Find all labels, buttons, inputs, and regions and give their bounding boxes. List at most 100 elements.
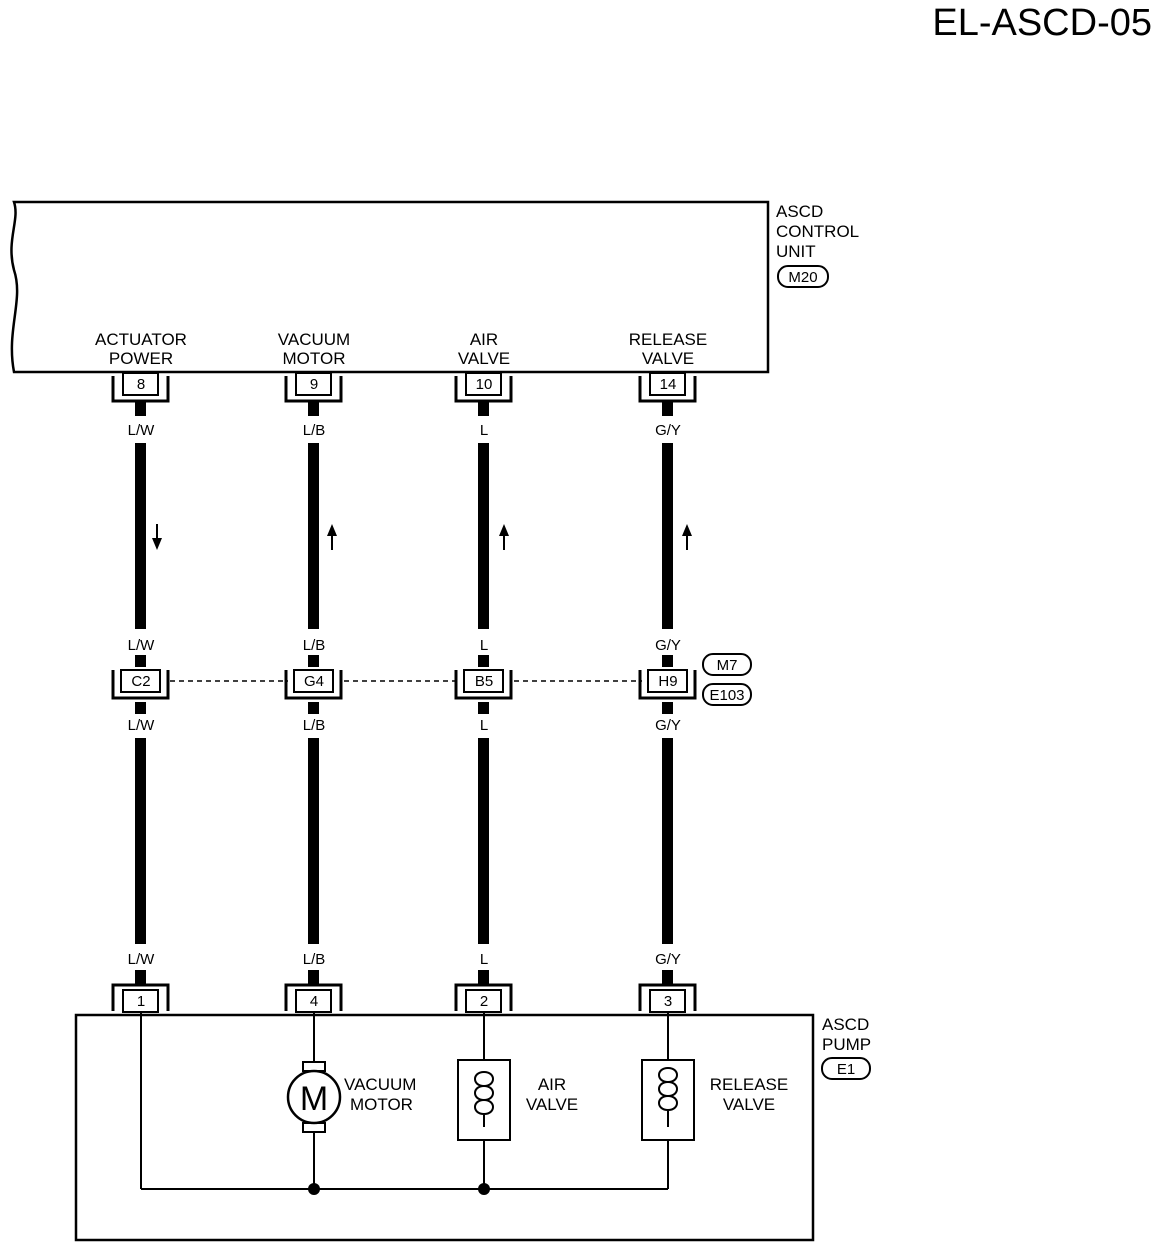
wire-segment <box>662 655 673 667</box>
connector-badge <box>702 683 752 706</box>
wire-segment <box>135 443 146 629</box>
control-unit-pin: 9 <box>284 372 343 403</box>
wire-color-label: L <box>480 951 488 968</box>
wire-segment <box>135 702 146 714</box>
wire-segment <box>662 970 673 984</box>
pin-number: 8 <box>137 376 145 393</box>
control-unit-pin: 8 <box>111 372 170 403</box>
component-label-line: VACUUM <box>344 1075 416 1094</box>
component-label-line: VALVE <box>526 1095 578 1114</box>
coil-icon <box>641 1059 695 1141</box>
wire-color-label: G/Y <box>655 422 681 439</box>
joint-connector-id: M7 <box>717 657 738 674</box>
wire-segment <box>135 402 146 416</box>
component-label-line: MOTOR <box>350 1095 413 1114</box>
wire-segment <box>662 402 673 416</box>
wire-segment <box>662 443 673 629</box>
joint-connector-cavity: H9 <box>638 669 697 700</box>
wire-segment <box>135 655 146 667</box>
joint-connector-cavity: C2 <box>111 669 170 700</box>
wire-segment <box>308 402 319 416</box>
wire-segment <box>135 738 146 944</box>
wire-segment <box>308 738 319 944</box>
wire-segment <box>478 970 489 984</box>
wire-color-label: G/Y <box>655 717 681 734</box>
wire-color-label: L/B <box>303 637 326 654</box>
cavity-label: B5 <box>475 673 493 690</box>
pump-pin: 1 <box>111 983 170 1013</box>
pin-number: 14 <box>660 376 677 393</box>
joint-connector-id: E103 <box>709 687 744 704</box>
wire-color-label: L/W <box>128 637 156 654</box>
terminal-label-line: RELEASE <box>629 330 707 349</box>
coil-icon <box>457 1059 511 1141</box>
connector-badge <box>777 265 829 288</box>
signal-arrow-up-icon <box>327 524 337 550</box>
terminal-label-line: ACTUATOR <box>95 330 187 349</box>
pump-name-line: ASCD <box>822 1015 869 1034</box>
pin-number: 4 <box>310 993 318 1010</box>
pump-pin: 4 <box>284 983 343 1013</box>
connector-badge <box>821 1057 871 1080</box>
wire-segment <box>478 655 489 667</box>
wire-color-label: L <box>480 637 488 654</box>
component-label-line: RELEASE <box>710 1075 788 1094</box>
signal-arrow-up-icon <box>682 524 692 550</box>
pin-number: 10 <box>476 376 493 393</box>
terminal-label-line: VALVE <box>458 349 510 368</box>
pump-label: ASCD PUMP E1 <box>821 1015 871 1080</box>
wire-color-label: G/Y <box>655 637 681 654</box>
pump-connector: E1 <box>837 1061 855 1078</box>
control-unit-name-line: CONTROL <box>776 222 859 241</box>
signal-arrow-down-icon <box>152 524 162 550</box>
terminal-label-line: VACUUM <box>278 330 350 349</box>
wire-segment <box>478 738 489 944</box>
connector-badge <box>702 653 752 676</box>
wire-color-label: L <box>480 717 488 734</box>
signal-arrow-up-icon <box>499 524 509 550</box>
wire-segments <box>135 402 673 984</box>
control-unit-box <box>10 200 770 374</box>
control-unit-name-line: UNIT <box>776 242 816 261</box>
wire-color-label: L/B <box>303 717 326 734</box>
pin-number: 9 <box>310 376 318 393</box>
joint-connector-cavity: B5 <box>454 669 513 700</box>
wire-segment <box>308 970 319 984</box>
wire-color-label: L/B <box>303 422 326 439</box>
wire-segment <box>478 402 489 416</box>
wire-segment <box>135 970 146 984</box>
wire-color-label: L/W <box>128 422 156 439</box>
wire-segment <box>308 443 319 629</box>
cavity-label: C2 <box>131 673 150 690</box>
motor-symbol: M <box>300 1080 328 1118</box>
cavity-label: H9 <box>658 673 677 690</box>
joint-connector-cavity: G4 <box>284 669 343 700</box>
control-unit-label: ASCD CONTROL UNIT M20 <box>776 202 859 288</box>
terminal-label-line: MOTOR <box>283 349 346 368</box>
wire-color-label: L/W <box>128 951 156 968</box>
wire-segment <box>478 443 489 629</box>
component-label-line: AIR <box>538 1075 566 1094</box>
pin-number: 1 <box>137 993 145 1010</box>
wire-segment <box>478 702 489 714</box>
control-unit-connector: M20 <box>788 269 817 286</box>
component-label-line: VALVE <box>723 1095 775 1114</box>
wire-color-label: L/B <box>303 951 326 968</box>
wire-segment <box>662 702 673 714</box>
wire-color-label: L/W <box>128 717 156 734</box>
wire-segment <box>308 702 319 714</box>
control-unit-name-line: ASCD <box>776 202 823 221</box>
pump-box <box>74 1013 815 1242</box>
control-unit-pin: 14 <box>638 372 697 403</box>
motor-icon: M <box>286 1061 342 1133</box>
junction-dot <box>308 1183 320 1195</box>
pin-number: 2 <box>480 993 488 1010</box>
junction-dot <box>478 1183 490 1195</box>
pump-pin: 3 <box>638 983 697 1013</box>
cavity-label: G4 <box>304 673 324 690</box>
terminal-label-line: POWER <box>109 349 173 368</box>
wire-color-label: G/Y <box>655 951 681 968</box>
control-unit-pin: 10 <box>454 372 513 403</box>
pump-pin: 2 <box>454 983 513 1013</box>
